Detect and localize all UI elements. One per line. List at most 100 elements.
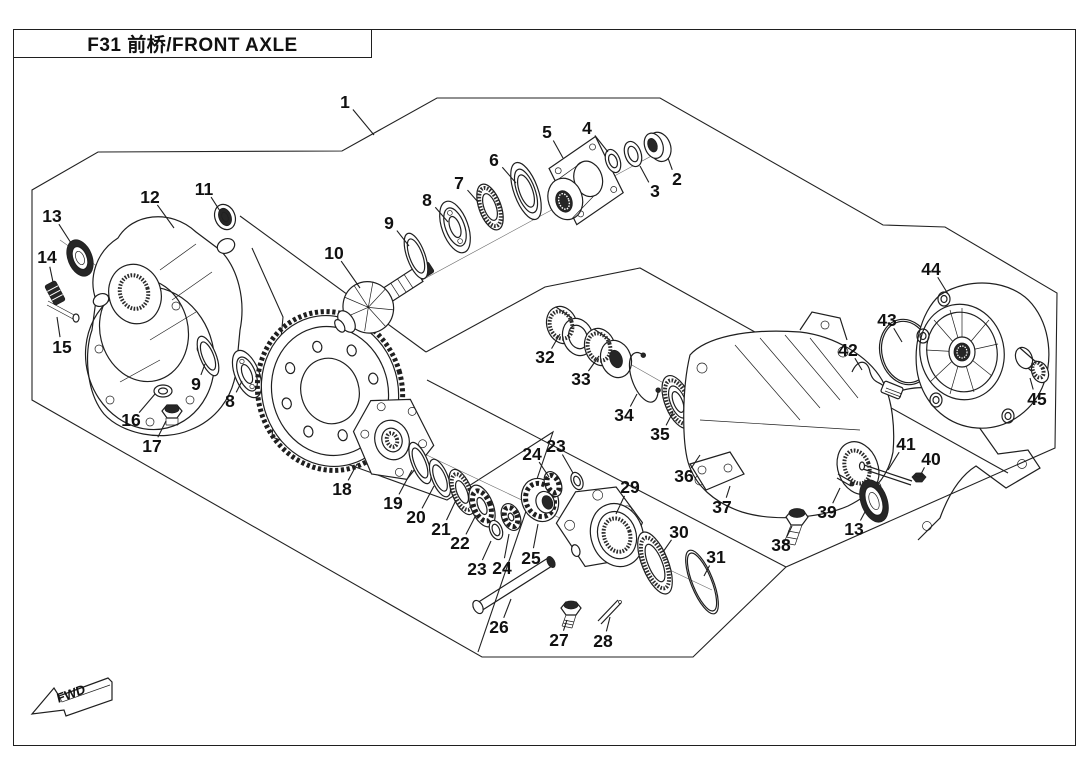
washer-4 <box>604 148 622 174</box>
leader-line-35 <box>665 411 674 426</box>
callout-10: 10 <box>324 243 344 263</box>
leader-line-16 <box>138 393 156 414</box>
callout-29: 29 <box>620 477 640 497</box>
callout-5: 5 <box>542 122 552 142</box>
callout-36: 36 <box>674 466 694 486</box>
callout-26: 26 <box>489 617 509 637</box>
callout-14: 14 <box>37 247 57 267</box>
leader-line-44 <box>937 276 949 295</box>
callout-28: 28 <box>593 631 613 651</box>
callout-18: 18 <box>332 479 352 499</box>
callout-24: 24 <box>492 558 512 578</box>
callout-17: 17 <box>142 436 161 456</box>
leader-line-17 <box>157 420 167 438</box>
fwd-label: FWD <box>55 681 86 706</box>
callout-3: 3 <box>650 181 660 201</box>
circlip-34 <box>628 351 661 403</box>
leader-line-10 <box>340 260 361 289</box>
leader-line-33 <box>587 355 600 372</box>
callout-38: 38 <box>771 535 791 555</box>
leader-line-27 <box>562 619 568 631</box>
callout-13: 13 <box>844 519 864 539</box>
stud-14 <box>44 280 66 306</box>
leader-line-8 <box>434 206 449 223</box>
callout-1: 1 <box>340 92 350 112</box>
thrust-washer-23b <box>570 471 584 491</box>
callout-25: 25 <box>521 548 541 568</box>
callout-9: 9 <box>384 213 394 233</box>
callout-12: 12 <box>140 187 160 207</box>
callout-31: 31 <box>706 547 726 567</box>
leader-line-22 <box>465 514 477 535</box>
left-gearcase-housing <box>84 216 243 437</box>
leader-line-9 <box>396 230 410 247</box>
leader-line-34 <box>629 393 638 407</box>
callout-23: 23 <box>546 436 566 456</box>
leader-line-41 <box>887 451 900 471</box>
leader-line-28 <box>605 616 611 632</box>
callout-42: 42 <box>838 340 858 360</box>
callout-35: 35 <box>650 424 670 444</box>
spacer-7 <box>476 183 504 231</box>
bolt-27 <box>560 600 582 629</box>
page-border <box>13 29 1076 746</box>
leader-line-32 <box>551 333 561 349</box>
leader-line-2 <box>667 157 673 170</box>
leader-line-13 <box>859 509 867 521</box>
callout-9: 9 <box>191 374 201 394</box>
fwd-arrow: FWD <box>30 677 113 717</box>
callout-41: 41 <box>896 434 916 454</box>
leader-line-14 <box>49 266 54 283</box>
axle-shaft-26 <box>472 556 556 615</box>
leader-line-3 <box>639 165 650 183</box>
callout-21: 21 <box>431 519 451 539</box>
callout-23: 23 <box>467 559 487 579</box>
washer-16 <box>153 384 173 398</box>
leader-line-18 <box>347 463 358 481</box>
shift-rod-41 <box>858 461 913 486</box>
actuator-44 <box>915 282 1050 429</box>
leader-line-21 <box>446 499 457 521</box>
callout-8: 8 <box>422 190 432 210</box>
leader-line-29 <box>615 495 625 515</box>
ring-20 <box>428 458 452 498</box>
drain-bolt-17 <box>161 404 183 426</box>
leader-line-38 <box>786 525 793 537</box>
roll-pin-28 <box>597 599 622 625</box>
leader-line-1 <box>352 109 375 136</box>
leader-line-5 <box>552 140 564 159</box>
leader-line-42 <box>854 357 863 371</box>
leader-line-4 <box>594 135 609 153</box>
callout-34: 34 <box>614 405 634 425</box>
leader-line-8 <box>235 380 243 393</box>
bearing-8 <box>439 200 471 254</box>
leader-line-26 <box>503 598 512 619</box>
callout-13: 13 <box>42 206 62 226</box>
companion-flange-5 <box>547 135 624 226</box>
callout-20: 20 <box>406 507 426 527</box>
bracket-37 <box>689 451 745 491</box>
leader-line-31 <box>703 565 711 577</box>
callout-40: 40 <box>921 449 941 469</box>
ring-19 <box>408 441 432 485</box>
leader-line-23 <box>481 540 492 561</box>
callout-15: 15 <box>52 337 72 357</box>
leader-line-30 <box>662 539 672 553</box>
callout-19: 19 <box>383 493 403 513</box>
leader-line-15 <box>56 316 61 338</box>
leader-line-13 <box>58 223 72 244</box>
leader-line-40 <box>919 467 925 477</box>
callout-30: 30 <box>669 522 689 542</box>
callout-7: 7 <box>454 173 464 193</box>
output-hub-29 <box>555 486 645 568</box>
spider-gear-24 <box>500 502 522 532</box>
bolt-38 <box>783 508 809 546</box>
callout-44: 44 <box>921 259 941 279</box>
leader-line-45 <box>1029 377 1034 390</box>
callout-33: 33 <box>571 369 591 389</box>
oil-seal-6 <box>510 161 542 221</box>
flange-nut-2 <box>643 131 672 163</box>
leader-line-24 <box>503 533 510 559</box>
plug-40 <box>911 472 927 483</box>
